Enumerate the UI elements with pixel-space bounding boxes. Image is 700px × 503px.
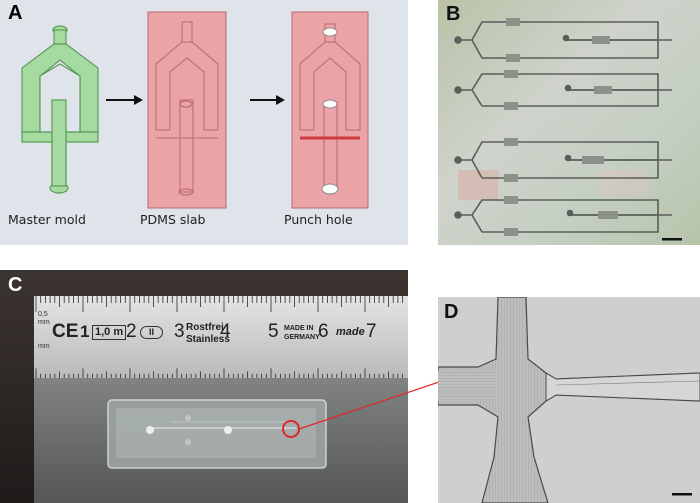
mixing-zones [504, 18, 618, 236]
scale-bar-b [662, 238, 682, 241]
ruler-made-in: MADE IN [284, 325, 314, 332]
ruler-number-7: 7 [366, 321, 377, 342]
ruler-ticks [35, 296, 404, 378]
ruler-unit-top: 0,5 [38, 311, 48, 318]
device-3 [454, 141, 672, 179]
caption-master-mold: Master mold [8, 212, 86, 227]
panel-b: B [438, 0, 700, 245]
scale-bar-d [672, 493, 692, 496]
device-4 [454, 199, 672, 233]
ruler-rostfrei: Rostfrei [186, 322, 224, 333]
arrow-2 [250, 95, 285, 105]
device-photo [0, 270, 408, 503]
microscopy-image [438, 297, 700, 503]
ruler-unit-mm1: mm [38, 319, 50, 326]
ruler-length-mark: 1,0 m [92, 325, 127, 340]
pdms-chip [107, 399, 327, 469]
ruler-number-2: 2 [126, 321, 137, 342]
punch-hole-drawing [291, 11, 369, 209]
steel-ruler [34, 296, 408, 378]
master-mold-drawing [21, 25, 99, 194]
panel-a: A Master mold PDMS slab Punch hole [0, 0, 408, 245]
ruler-unit-mm2: mm [38, 343, 50, 350]
panel-a-label: A [8, 2, 23, 24]
device-2 [454, 73, 672, 107]
panel-d: D [438, 297, 700, 503]
ruler-class-mark: 1 [80, 322, 90, 341]
ruler-number-4: 4 [220, 321, 231, 342]
microchannel-devices [454, 21, 672, 233]
ruler-number-6: 6 [318, 321, 329, 342]
panel-c: 0,5 mm mm CE 1 1 1,0 m 2 II 3 Rostfrei S… [0, 270, 408, 503]
panel-c-label: C [8, 274, 23, 296]
ruler-ce-mark: CE [52, 321, 79, 342]
caption-punch-hole: Punch hole [284, 212, 353, 227]
ruler-stainless: Stainless [186, 334, 230, 345]
panel-d-label: D [444, 301, 459, 323]
device-1 [454, 21, 672, 59]
ruler-made-logo: made [336, 326, 365, 338]
ruler-number-3: 3 [174, 321, 185, 342]
chip-layout-photo [438, 0, 700, 245]
ruler-number-5: 5 [268, 321, 279, 342]
panel-b-label: B [446, 3, 461, 25]
ruler-roman-mark: II [140, 326, 164, 339]
panel-a-illustration [21, 11, 369, 209]
arrow-1 [106, 95, 143, 105]
pdms-slab-drawing [147, 11, 227, 209]
caption-pdms-slab: PDMS slab [140, 212, 206, 227]
ruler-germany: GERMANY [284, 334, 320, 341]
